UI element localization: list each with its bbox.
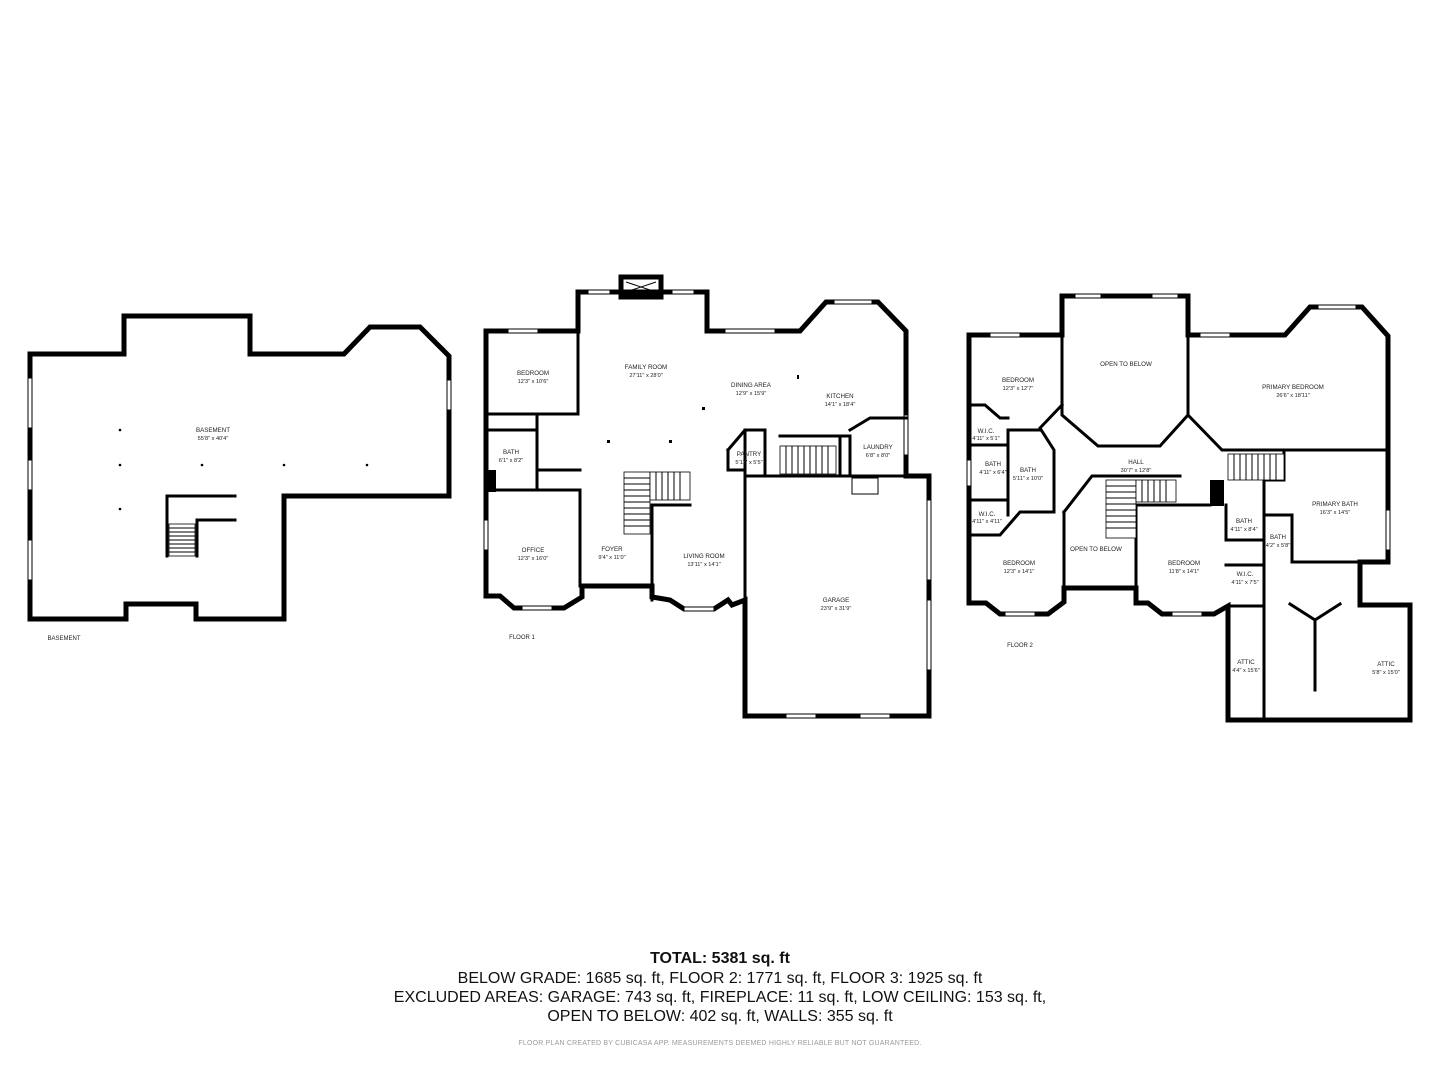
room-dimensions: 4'11" x 8'4" <box>1230 527 1257 533</box>
room-dimensions: 14'1" x 18'4" <box>825 402 856 408</box>
floor1-stairs <box>623 445 837 535</box>
room-dimensions: 6'8" x 8'0" <box>866 453 890 459</box>
room-dimensions: 5'11" x 5'5" <box>735 460 762 466</box>
room-dimensions: 16'3" x 14'5" <box>1320 510 1351 516</box>
room-label: PRIMARY BEDROOM <box>1262 384 1324 391</box>
area-summary: TOTAL: 5381 sq. ft BELOW GRADE: 1685 sq.… <box>0 948 1440 1047</box>
attic-truss-lines <box>1287 601 1343 692</box>
room-dimensions: 12'3" x 12'7" <box>1003 386 1034 392</box>
room-label: GARAGE <box>823 597 849 604</box>
floor2-stairs <box>1105 453 1285 539</box>
room-dimensions: 13'11" x 14'1" <box>687 562 720 568</box>
floor-label-floor2: FLOOR 2 <box>1007 643 1033 649</box>
basement-stair-walls <box>165 494 237 558</box>
room-label: LIVING ROOM <box>683 553 724 560</box>
room-label: HALL <box>1128 459 1144 466</box>
room-label: OPEN TO BELOW <box>1100 361 1152 368</box>
basement-plan: BASEMENT 55'8" x 40'4" BASEMENT <box>27 313 452 642</box>
room-label: W.I.C. <box>1237 571 1254 578</box>
basement-window <box>27 377 33 429</box>
basement-posts <box>118 428 369 511</box>
room-label: OFFICE <box>522 547 545 554</box>
floor2-outer-wall <box>966 293 1413 723</box>
room-dimensions: 4'11" x 6'4" <box>979 470 1006 476</box>
room-dimensions: 6'1" x 8'2" <box>499 458 523 464</box>
room-dimensions: 12'3" x 16'0" <box>518 556 549 562</box>
room-dimensions: 11'8" x 14'1" <box>1169 569 1199 575</box>
basement-window <box>27 459 33 491</box>
room-dimensions: 12'3" x 10'6" <box>518 379 549 385</box>
fireplace <box>618 274 664 300</box>
room-dimensions: 5'11" x 10'0" <box>1013 476 1043 482</box>
room-label: KITCHEN <box>826 393 853 400</box>
room-dimensions: 5'8" x 15'0" <box>1372 670 1400 676</box>
room-label: BEDROOM <box>1168 560 1200 567</box>
room-dimensions: 4'4" x 15'6" <box>1232 668 1260 674</box>
garage-entry-step <box>851 477 879 495</box>
basement-window <box>27 539 33 581</box>
room-dimensions: 4'11" x 5'1" <box>972 436 999 442</box>
room-dimensions: 55'8" x 40'4" <box>198 436 229 442</box>
room-label: ATTIC <box>1377 661 1395 668</box>
room-label: BEDROOM <box>1003 560 1035 567</box>
floor-plan-drawing: BASEMENT 55'8" x 40'4" BASEMENT <box>27 274 1413 723</box>
room-label: BATH <box>985 461 1001 468</box>
room-label: OPEN TO BELOW <box>1070 546 1122 553</box>
floor1-windows <box>483 289 932 719</box>
floor1-plan: BEDROOM 12'3" x 10'6" FAMILY ROOM 27'11"… <box>483 274 932 719</box>
basement-window <box>446 379 452 411</box>
room-dimensions: 26'6" x 18'11" <box>1276 393 1309 399</box>
floor-label-basement: BASEMENT <box>47 636 80 642</box>
floor1-column <box>486 470 496 492</box>
floor2-windows <box>966 293 1391 617</box>
room-label: BATH <box>1236 518 1252 525</box>
room-label: PRIMARY BATH <box>1312 501 1358 508</box>
room-label: BASEMENT <box>196 427 230 434</box>
room-dimensions: 12'9" x 15'9" <box>736 391 767 397</box>
room-label: PANTRY <box>737 451 762 458</box>
room-label: W.I.C. <box>979 511 996 518</box>
total-area: TOTAL: 5381 sq. ft <box>650 950 790 967</box>
room-dimensions: 12'3" x 14'1" <box>1004 569 1035 575</box>
area-breakdown-line: BELOW GRADE: 1685 sq. ft, FLOOR 2: 1771 … <box>457 970 983 987</box>
basement-outer-wall <box>27 313 452 622</box>
fireplace-hatch <box>625 281 657 293</box>
room-dimensions: 27'11" x 28'0" <box>629 373 662 379</box>
room-label: BATH <box>1020 467 1036 474</box>
room-label: BEDROOM <box>1002 377 1034 384</box>
room-label: BATH <box>1270 534 1286 541</box>
room-label: BATH <box>503 449 519 456</box>
floor2-interior-walls <box>967 294 1390 722</box>
room-label: BEDROOM <box>517 370 549 377</box>
floor1-outer-wall <box>483 289 932 719</box>
room-label: FOYER <box>601 546 623 553</box>
room-label: LAUNDRY <box>863 444 892 451</box>
room-dimensions: 4'11" x 4'11" <box>972 519 1002 525</box>
floor2-plan: BEDROOM 12'3" x 12'7" OPEN TO BELOW PRIM… <box>966 293 1413 723</box>
room-dimensions: 30'7" x 12'8" <box>1121 468 1152 474</box>
room-label: DINING AREA <box>731 382 772 389</box>
room-label: ATTIC <box>1237 659 1255 666</box>
room-dimensions: 4'11" x 7'5" <box>1231 580 1258 586</box>
floor1-interior-walls <box>484 329 908 602</box>
excluded-areas-line: EXCLUDED AREAS: GARAGE: 743 sq. ft, FIRE… <box>393 989 1047 1006</box>
excluded-areas-line-continued: OPEN TO BELOW: 402 sq. ft, WALLS: 355 sq… <box>547 1008 893 1025</box>
room-dimensions: 4'2" x 5'8" <box>1266 543 1290 549</box>
floor2-column <box>1210 480 1224 506</box>
disclaimer: FLOOR PLAN CREATED BY CUBICASA APP. MEAS… <box>518 1040 922 1047</box>
room-label: FAMILY ROOM <box>625 364 667 371</box>
room-dimensions: 23'9" x 31'9" <box>821 606 852 612</box>
room-label: W.I.C. <box>978 428 995 435</box>
floor1-posts <box>607 375 799 443</box>
room-dimensions: 9'4" x 11'0" <box>598 555 625 561</box>
floor-label-floor1: FLOOR 1 <box>509 635 535 641</box>
basement-stairs <box>168 523 196 557</box>
